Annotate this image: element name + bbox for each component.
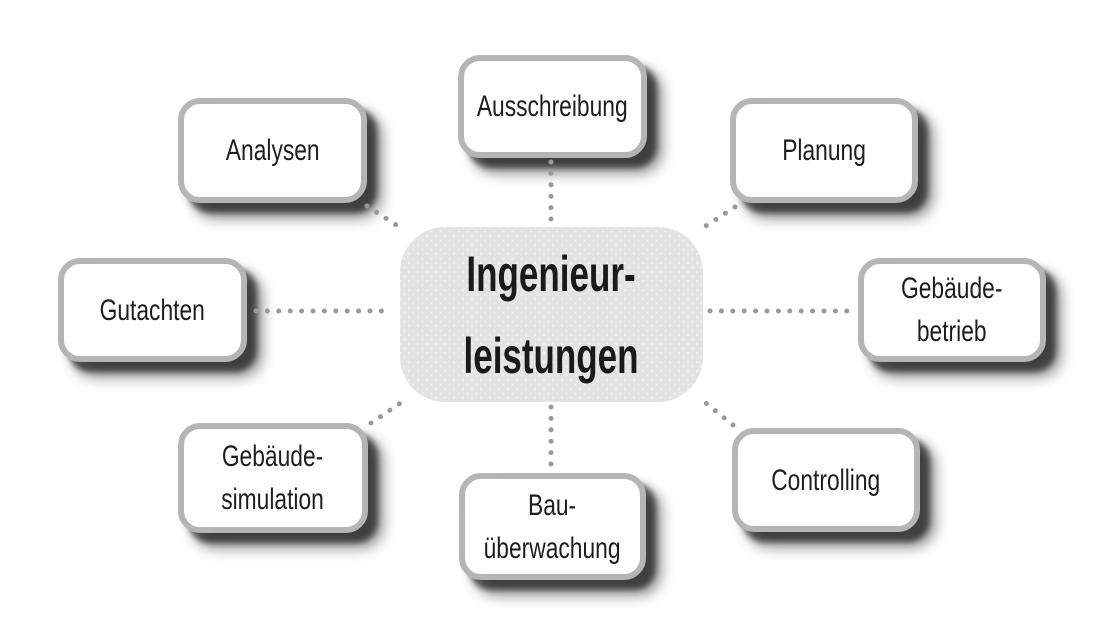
node-gebaeude-simulation: Gebäude- simulation bbox=[178, 423, 368, 533]
connector-center-gebaeude-simulation bbox=[368, 397, 408, 426]
node-label: Gebäude- simulation bbox=[222, 435, 325, 521]
connector-center-analysen bbox=[364, 203, 407, 233]
connector-center-planung bbox=[698, 204, 738, 232]
node-controlling: Controlling bbox=[732, 428, 920, 532]
node-label-line: simulation bbox=[221, 483, 325, 516]
node-label: Bau- überwachung bbox=[484, 484, 621, 570]
node-label: Ausschreibung bbox=[477, 90, 628, 123]
node-analysen: Analysen bbox=[178, 98, 367, 203]
center-node-ingenieurleistungen: Ingenieur- leistungen bbox=[400, 227, 703, 402]
node-label: Analysen bbox=[225, 134, 320, 167]
node-label-line: betrieb bbox=[917, 315, 987, 348]
connector-center-controlling bbox=[699, 397, 736, 428]
node-planung: Planung bbox=[730, 98, 918, 203]
node-gutachten: Gutachten bbox=[58, 258, 247, 362]
node-label-line: Gebäude- bbox=[901, 272, 1003, 305]
node-label: Controlling bbox=[771, 463, 881, 497]
node-label: Gebäude- betrieb bbox=[901, 267, 1002, 353]
node-label: Gutachten bbox=[99, 293, 206, 327]
center-node-label: Ingenieur- leistungen bbox=[464, 233, 639, 397]
node-label: Planung bbox=[782, 134, 866, 167]
node-label-line: überwachung bbox=[484, 531, 621, 565]
node-label-line: Bau- bbox=[528, 488, 577, 522]
center-node-label-line: leistungen bbox=[463, 327, 640, 384]
node-ausschreibung: Ausschreibung bbox=[458, 55, 647, 158]
node-gebaeude-betrieb: Gebäude- betrieb bbox=[858, 258, 1046, 362]
center-node-label-line: Ingenieur- bbox=[466, 245, 637, 302]
node-bau-ueberwachung: Bau- überwachung bbox=[459, 473, 646, 580]
node-label-line: Gebäude- bbox=[222, 440, 324, 473]
